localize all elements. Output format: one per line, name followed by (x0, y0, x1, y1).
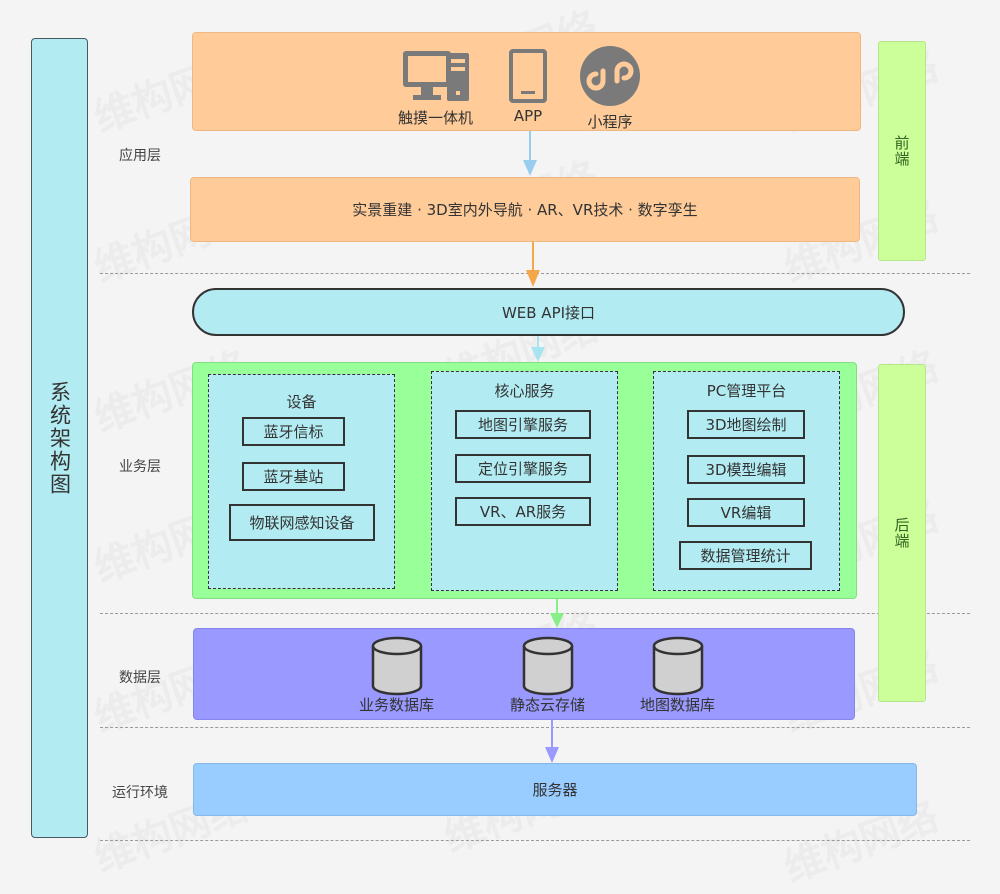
service-item: 蓝牙信标 (242, 417, 345, 446)
arrow-tech-to-api (526, 242, 540, 287)
service-item: VR、AR服务 (455, 497, 591, 526)
layer-divider (100, 613, 970, 614)
arrow-app-to-tech (523, 131, 537, 176)
group-title: 设备 (286, 393, 317, 411)
service-item: 蓝牙基站 (242, 462, 345, 491)
database-item: 静态云存储 (510, 636, 585, 715)
group-title: 核心服务 (494, 382, 555, 400)
client-app: APP (508, 49, 548, 125)
arrow-api-to-business (531, 336, 545, 362)
server-label: 服务器 (532, 781, 578, 799)
database-cylinder-icon (371, 636, 422, 696)
group-devices: 设备 蓝牙信标 蓝牙基站 物联网感知设备 (208, 374, 395, 589)
client-label: 小程序 (587, 113, 633, 131)
database-item: 业务数据库 (359, 636, 434, 715)
service-item: VR编辑 (687, 498, 805, 527)
technology-text: 实景重建 · 3D室内外导航 · AR、VR技术 · 数字孪生 (352, 201, 698, 219)
client-apps-box: 触摸一体机 APP 小程序 (192, 32, 861, 131)
service-item: 3D地图绘制 (687, 410, 805, 439)
client-label: APP (513, 107, 543, 125)
layer-divider (100, 273, 970, 274)
database-label: 业务数据库 (359, 696, 435, 714)
group-pc-management: PC管理平台 3D地图绘制 3D模型编辑 VR编辑 数据管理统计 (653, 371, 840, 591)
layer-label-runtime: 运行环境 (112, 785, 168, 801)
layer-divider (100, 840, 970, 841)
diagram-title-bar: 系统架构图 (31, 38, 88, 838)
web-api-box: WEB API接口 (192, 288, 905, 336)
database-label: 静态云存储 (510, 696, 586, 714)
frontend-label: 前端 (892, 135, 911, 167)
client-touch-kiosk: 触摸一体机 (398, 49, 473, 128)
group-core-services: 核心服务 地图引擎服务 定位引擎服务 VR、AR服务 (431, 371, 618, 591)
service-item: 3D模型编辑 (687, 455, 805, 484)
service-item: 地图引擎服务 (455, 410, 591, 439)
service-item: 数据管理统计 (679, 541, 812, 570)
database-item: 地图数据库 (640, 636, 715, 715)
backend-label: 后端 (892, 517, 911, 549)
desktop-computer-icon (402, 51, 469, 101)
service-item: 物联网感知设备 (229, 504, 375, 541)
technology-box: 实景重建 · 3D室内外导航 · AR、VR技术 · 数字孪生 (190, 177, 860, 242)
group-title: PC管理平台 (706, 382, 787, 400)
layer-label-business: 业务层 (119, 459, 161, 475)
mini-program-icon (580, 46, 640, 106)
service-item: 定位引擎服务 (455, 454, 591, 483)
frontend-column: 前端 (878, 41, 926, 261)
client-mini-program: 小程序 (579, 45, 641, 132)
layer-divider (100, 727, 970, 728)
layer-label-application: 应用层 (119, 148, 161, 164)
database-cylinder-icon (522, 636, 573, 696)
database-label: 地图数据库 (640, 696, 716, 714)
business-layer-box: 设备 蓝牙信标 蓝牙基站 物联网感知设备 核心服务 地图引擎服务 定位引擎服务 … (192, 362, 857, 599)
client-label: 触摸一体机 (398, 109, 474, 127)
backend-column: 后端 (878, 364, 926, 702)
layer-label-data: 数据层 (119, 670, 161, 686)
server-box: 服务器 (193, 763, 917, 816)
mobile-phone-icon (509, 49, 547, 103)
data-layer-box: 业务数据库 静态云存储 地图数据库 (193, 628, 855, 720)
web-api-label: WEB API接口 (501, 303, 596, 322)
database-cylinder-icon (652, 636, 703, 696)
diagram-title: 系统架构图 (47, 380, 72, 496)
